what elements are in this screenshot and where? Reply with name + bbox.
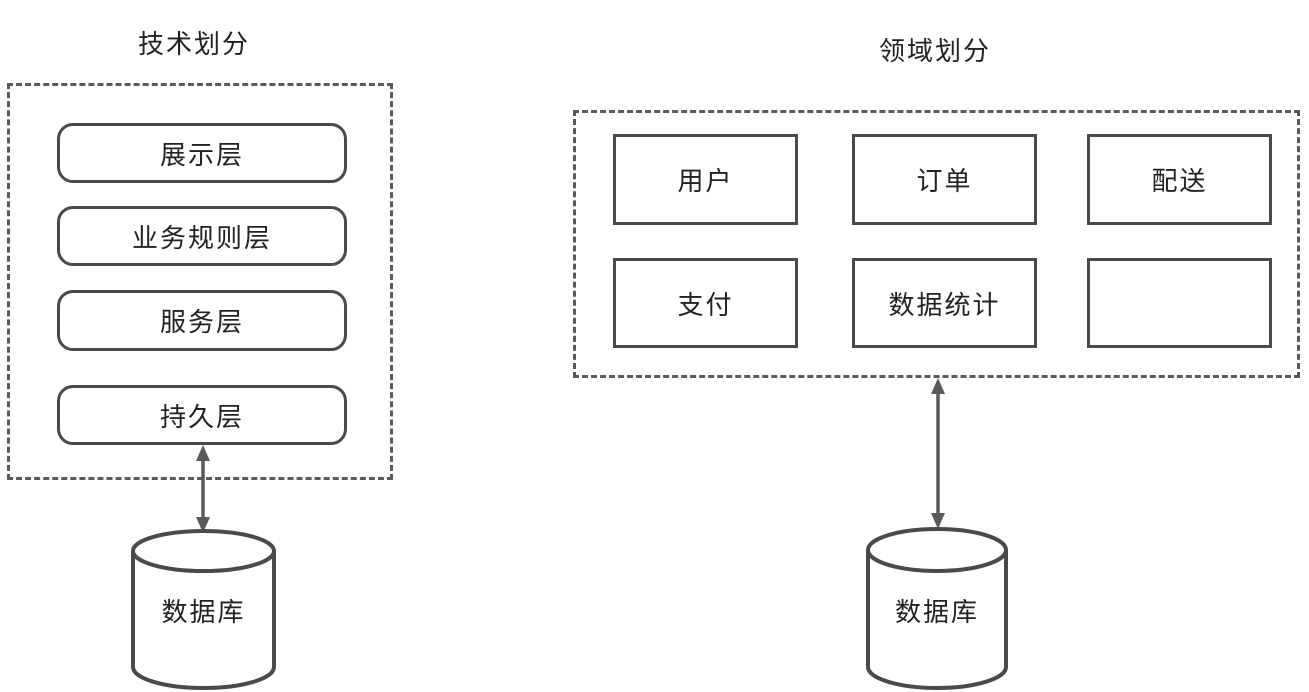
right-double-arrow — [931, 378, 945, 529]
layer-box-presentation: 展示层 — [57, 123, 347, 183]
domain-box-empty — [1087, 258, 1272, 348]
domain-box-statistics: 数据统计 — [852, 258, 1037, 348]
domain-box-delivery: 配送 — [1087, 134, 1272, 225]
left-database-label: 数据库 — [161, 597, 246, 627]
layer-box-persistence: 持久层 — [57, 385, 347, 445]
left-panel-title: 技术划分 — [137, 29, 250, 59]
layer-box-service: 服务层 — [57, 290, 347, 351]
technical-division-container: 展示层 业务规则层 服务层 持久层 — [7, 83, 393, 480]
layer-box-business-rules: 业务规则层 — [57, 206, 347, 266]
domain-box-order: 订单 — [852, 134, 1037, 225]
domain-box-user: 用户 — [613, 134, 798, 225]
right-panel-title: 领域划分 — [878, 36, 991, 66]
domain-box-payment: 支付 — [613, 258, 798, 348]
right-database-cylinder — [866, 527, 1008, 691]
right-database-label: 数据库 — [894, 597, 979, 627]
left-database-cylinder — [131, 529, 276, 691]
left-double-arrow — [196, 445, 210, 533]
domain-division-container: 用户 订单 配送 支付 数据统计 — [573, 110, 1300, 378]
